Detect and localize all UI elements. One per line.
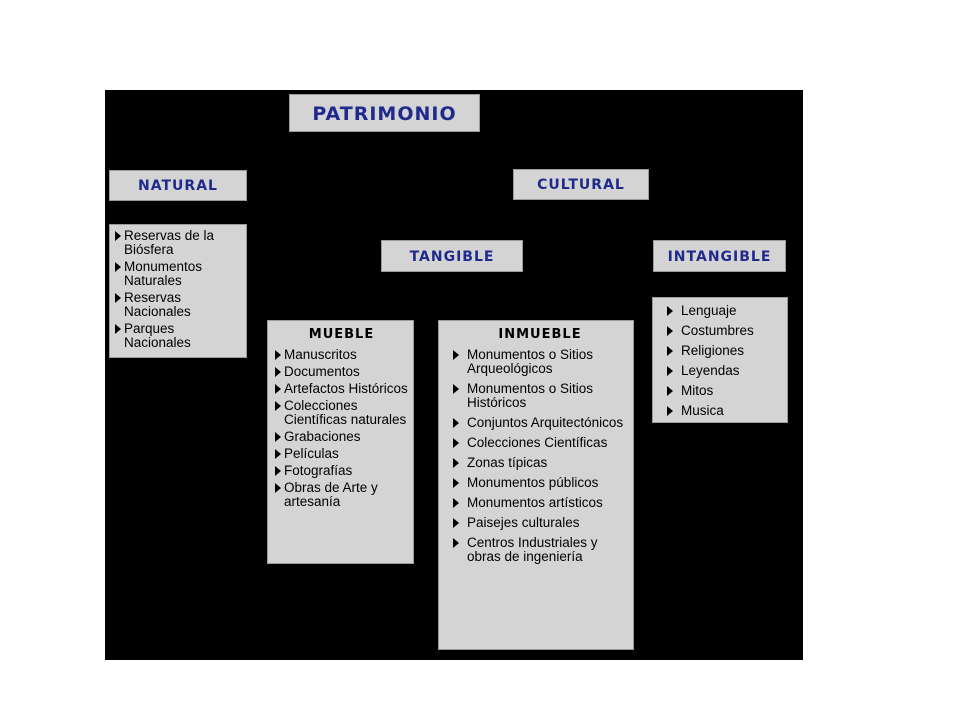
list-item-label: Conjuntos Arquitectónicos	[467, 415, 624, 430]
list-item-label: Centros Industriales y obras de ingenier…	[467, 535, 598, 564]
list-item: Mitos	[665, 384, 783, 398]
list-item-label: Obras de Arte y artesanía	[284, 480, 378, 509]
list-item: Costumbres	[665, 324, 783, 338]
list-item-label: Religiones	[681, 343, 745, 358]
list-item-label: Reservas Nacionales	[124, 290, 191, 319]
bullet-arrow-icon	[275, 384, 281, 394]
list-item-label: Fotografías	[284, 463, 353, 478]
natural-list: Reservas de la Biósfera Monumentos Natur…	[114, 229, 242, 350]
list-item: Documentos	[274, 365, 409, 379]
list-item: Grabaciones	[274, 430, 409, 444]
inmueble-box: INMUEBLE Monumentos o Sitios Arqueológic…	[438, 320, 634, 650]
list-item-label: Costumbres	[681, 323, 754, 338]
list-item-label: Colecciones Científicas naturales	[284, 398, 407, 427]
bullet-arrow-icon	[667, 386, 673, 396]
list-item: Musica	[665, 404, 783, 418]
list-item-label: Artefactos Históricos	[284, 381, 408, 396]
list-item-label: Parques Nacionales	[124, 321, 191, 350]
bullet-arrow-icon	[275, 432, 281, 442]
list-item-label: Colecciones Científicas	[467, 435, 608, 450]
list-item-label: Paisejes culturales	[467, 515, 580, 530]
mueble-heading: MUEBLE	[308, 327, 375, 342]
bullet-arrow-icon	[275, 367, 281, 377]
intangible-list: Lenguaje Costumbres Religiones Leyendas …	[665, 304, 783, 418]
list-item-label: Leyendas	[681, 363, 740, 378]
inmueble-list: Monumentos o Sitios Arqueológicos Monume…	[451, 348, 629, 564]
list-item: Leyendas	[665, 364, 783, 378]
bullet-arrow-icon	[115, 293, 121, 303]
list-item: Manuscritos	[274, 348, 409, 362]
bullet-arrow-icon	[453, 478, 459, 488]
bullet-arrow-icon	[667, 366, 673, 376]
list-item-label: Zonas típicas	[467, 455, 548, 470]
list-item-label: Monumentos Naturales	[124, 259, 203, 288]
list-item: Conjuntos Arquitectónicos	[451, 416, 629, 430]
bullet-arrow-icon	[453, 384, 459, 394]
natural-list-box: Reservas de la Biósfera Monumentos Natur…	[109, 224, 247, 358]
mueble-list: Manuscritos Documentos Artefactos Histór…	[274, 348, 409, 509]
list-item: Monumentos Naturales	[114, 260, 242, 288]
list-item-label: Películas	[284, 446, 339, 461]
mueble-box: MUEBLE Manuscritos Documentos Artefactos…	[267, 320, 414, 564]
cultural-heading: CULTURAL	[513, 169, 649, 200]
list-item: Monumentos públicos	[451, 476, 629, 490]
list-item: Paisejes culturales	[451, 516, 629, 530]
bullet-arrow-icon	[115, 324, 121, 334]
list-item-label: Monumentos artísticos	[467, 495, 603, 510]
bullet-arrow-icon	[667, 346, 673, 356]
list-item: Fotografías	[274, 464, 409, 478]
list-item: Monumentos o Sitios Históricos	[451, 382, 629, 410]
bullet-arrow-icon	[453, 498, 459, 508]
bullet-arrow-icon	[453, 458, 459, 468]
list-item: Centros Industriales y obras de ingenier…	[451, 536, 629, 564]
list-item-label: Grabaciones	[284, 429, 361, 444]
list-item-label: Musica	[681, 403, 724, 418]
bullet-arrow-icon	[453, 538, 459, 548]
tangible-heading: TANGIBLE	[381, 240, 523, 272]
bullet-arrow-icon	[667, 326, 673, 336]
bullet-arrow-icon	[667, 306, 673, 316]
list-item: Monumentos o Sitios Arqueológicos	[451, 348, 629, 376]
list-item-label: Lenguaje	[681, 303, 737, 318]
bullet-arrow-icon	[115, 262, 121, 272]
list-item-label: Manuscritos	[284, 347, 357, 362]
inmueble-heading: INMUEBLE	[498, 327, 582, 342]
bullet-arrow-icon	[667, 406, 673, 416]
list-item: Artefactos Históricos	[274, 382, 409, 396]
list-item-label: Monumentos o Sitios Arqueológicos	[467, 347, 594, 376]
bullet-arrow-icon	[275, 449, 281, 459]
list-item: Colecciones Científicas naturales	[274, 399, 409, 427]
list-item: Reservas de la Biósfera	[114, 229, 242, 257]
list-item-label: Monumentos o Sitios Históricos	[467, 381, 594, 410]
bullet-arrow-icon	[275, 466, 281, 476]
list-item: Zonas típicas	[451, 456, 629, 470]
list-item: Lenguaje	[665, 304, 783, 318]
list-item: Reservas Nacionales	[114, 291, 242, 319]
list-item: Películas	[274, 447, 409, 461]
list-item: Parques Nacionales	[114, 322, 242, 350]
list-item: Religiones	[665, 344, 783, 358]
list-item-label: Documentos	[284, 364, 360, 379]
list-item-label: Mitos	[681, 383, 714, 398]
intangible-heading: INTANGIBLE	[653, 240, 786, 272]
list-item-label: Reservas de la Biósfera	[124, 228, 215, 257]
bullet-arrow-icon	[275, 401, 281, 411]
bullet-arrow-icon	[453, 438, 459, 448]
bullet-arrow-icon	[115, 231, 121, 241]
bullet-arrow-icon	[275, 350, 281, 360]
natural-heading: NATURAL	[109, 170, 247, 201]
list-item-label: Monumentos públicos	[467, 475, 599, 490]
intangible-list-box: Lenguaje Costumbres Religiones Leyendas …	[652, 297, 788, 423]
patrimonio-title: PATRIMONIO	[289, 94, 480, 132]
list-item: Obras de Arte y artesanía	[274, 481, 409, 509]
bullet-arrow-icon	[275, 483, 281, 493]
bullet-arrow-icon	[453, 350, 459, 360]
bullet-arrow-icon	[453, 418, 459, 428]
list-item: Colecciones Científicas	[451, 436, 629, 450]
bullet-arrow-icon	[453, 518, 459, 528]
diagram-canvas: PATRIMONIO NATURAL CULTURAL TANGIBLE INT…	[105, 90, 803, 660]
list-item: Monumentos artísticos	[451, 496, 629, 510]
